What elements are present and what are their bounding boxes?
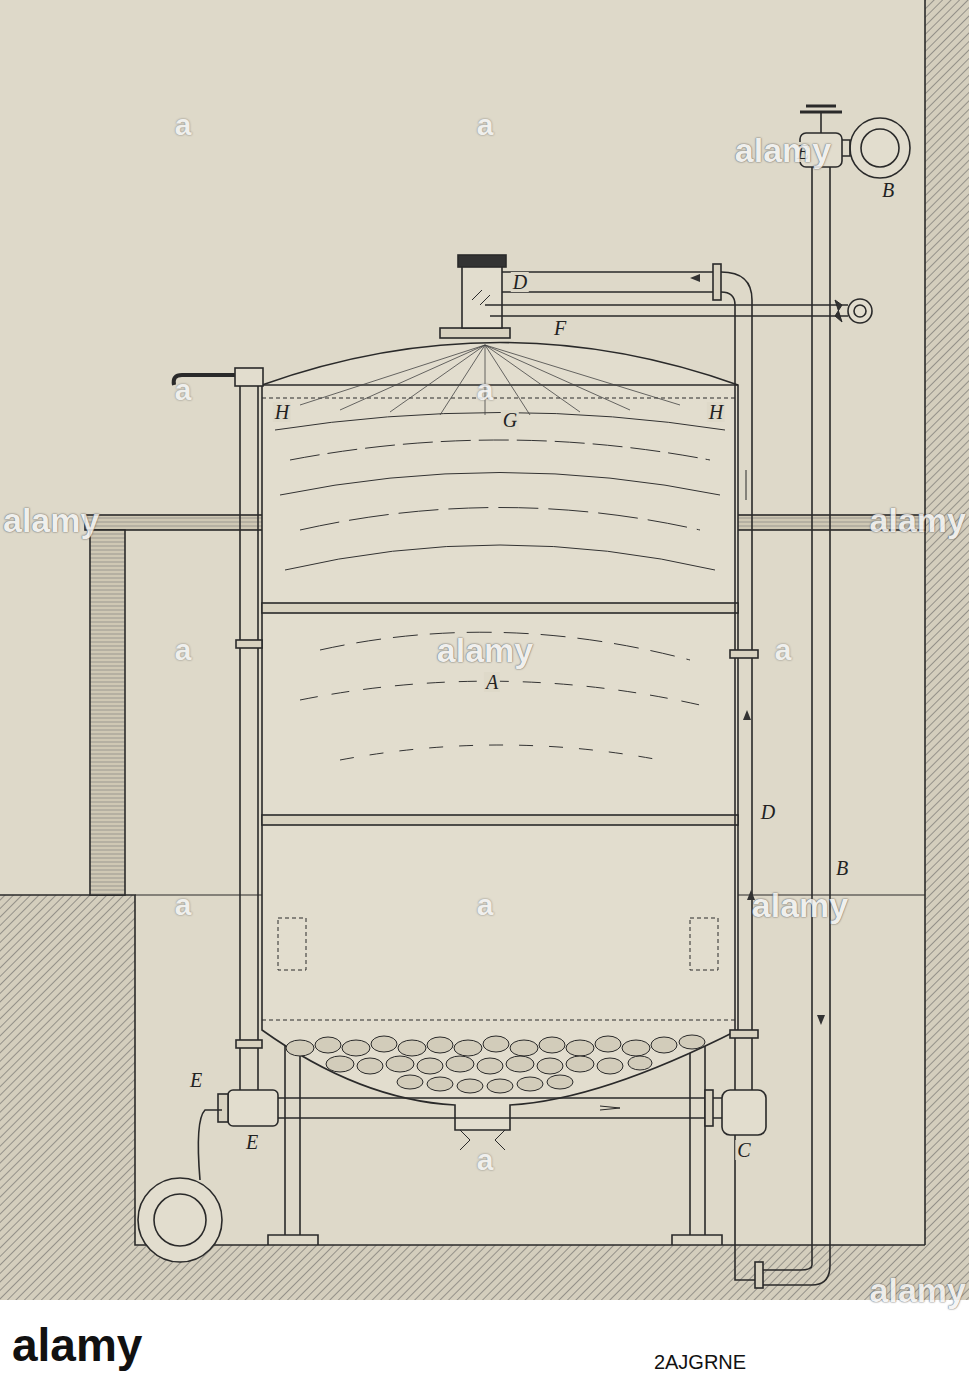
stock-id: 2AJGRNE <box>654 1352 746 1372</box>
part-letter: H <box>273 402 291 422</box>
watermark: alamy <box>870 503 966 537</box>
part-letter: G <box>501 410 519 430</box>
watermark: alamy <box>735 133 831 167</box>
watermark: a <box>175 635 192 665</box>
watermark: a <box>175 375 192 405</box>
watermark: alamy <box>437 633 533 667</box>
part-letter: F <box>552 318 568 338</box>
part-letter: B <box>880 180 896 200</box>
watermark: alamy <box>3 503 99 537</box>
watermark: alamy <box>752 888 848 922</box>
part-letter: H <box>707 402 725 422</box>
part-letter: E <box>244 1132 260 1152</box>
watermark: a <box>477 110 494 140</box>
stock-logo: alamy <box>12 1322 142 1368</box>
watermark: a <box>175 890 192 920</box>
part-letter: C <box>735 1140 752 1160</box>
part-letter: D <box>759 802 777 822</box>
watermark: a <box>175 110 192 140</box>
watermark: a <box>775 635 792 665</box>
part-letter: A <box>484 672 500 692</box>
watermark: a <box>477 1145 494 1175</box>
part-letter: B <box>834 858 850 878</box>
watermark: a <box>477 890 494 920</box>
part-letter: E <box>188 1070 204 1090</box>
watermark: alamy <box>870 1273 966 1307</box>
watermark: a <box>477 375 494 405</box>
part-letter: D <box>511 272 529 292</box>
